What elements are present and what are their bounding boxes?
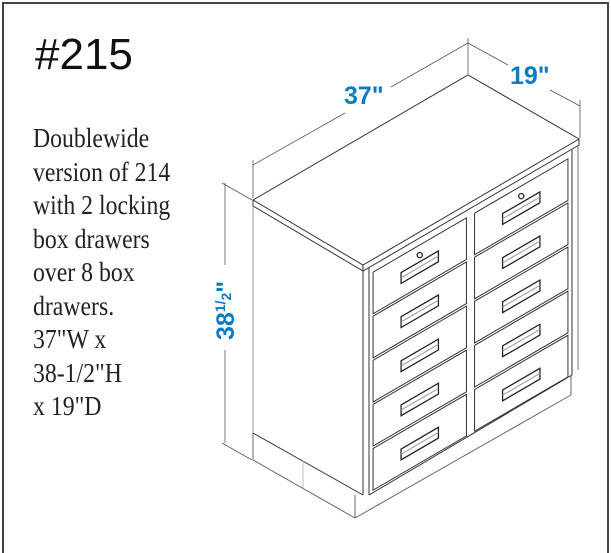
height-dimension-label: 381/2" — [212, 281, 240, 340]
drawer-fronts — [372, 157, 569, 492]
height-inch-mark: " — [212, 281, 240, 293]
cabinet-side-panel — [252, 146, 579, 496]
drawer-handle-groove[interactable] — [502, 240, 541, 264]
width-dimension-line — [252, 38, 469, 198]
svg-text:381/2": 381/2" — [212, 281, 240, 340]
description-line: Doublewide — [33, 123, 150, 153]
description-line: box drawers — [33, 223, 150, 254]
description-line: 37"W x — [33, 324, 107, 354]
description-line: drawers. — [33, 290, 115, 321]
drawer-handle-groove[interactable] — [502, 373, 541, 396]
description-line: over 8 box — [33, 257, 135, 287]
drawer-handle-groove[interactable] — [502, 284, 541, 308]
description-line: version of 214 — [33, 156, 171, 187]
drawer-handle-groove[interactable] — [502, 328, 541, 352]
description-line: 38-1/2"H — [33, 357, 122, 388]
height-fraction-num: 1 — [212, 304, 228, 312]
description-line: x 19"D — [33, 391, 102, 421]
height-fraction-slash: / — [212, 300, 228, 304]
product-description: Doublewide version of 214 with 2 locking… — [33, 122, 170, 424]
lock-icon — [416, 251, 423, 259]
lock-icon — [518, 192, 525, 200]
model-number: #215 — [35, 30, 133, 79]
height-whole: 38 — [212, 312, 240, 340]
frame-border-right — [607, 2, 609, 553]
description-line: with 2 locking — [33, 190, 171, 220]
drawer-handle-groove[interactable] — [502, 196, 541, 220]
depth-dimension-line — [467, 42, 581, 138]
height-fraction-den: 2 — [218, 293, 234, 301]
drawer-handle-groove[interactable] — [400, 255, 439, 279]
width-dimension-label: 37" — [344, 82, 384, 110]
drawer-handle-groove[interactable] — [400, 343, 439, 367]
depth-dimension-label: 19" — [510, 62, 550, 90]
cabinet-base — [252, 374, 573, 519]
frame-border-left — [2, 2, 4, 553]
height-dimension-line — [221, 182, 253, 461]
drawer-handle-groove[interactable] — [400, 432, 439, 455]
frame-border-top — [2, 2, 609, 4]
drawer-handle-groove[interactable] — [400, 387, 439, 411]
drawer-handle-groove[interactable] — [400, 299, 439, 323]
